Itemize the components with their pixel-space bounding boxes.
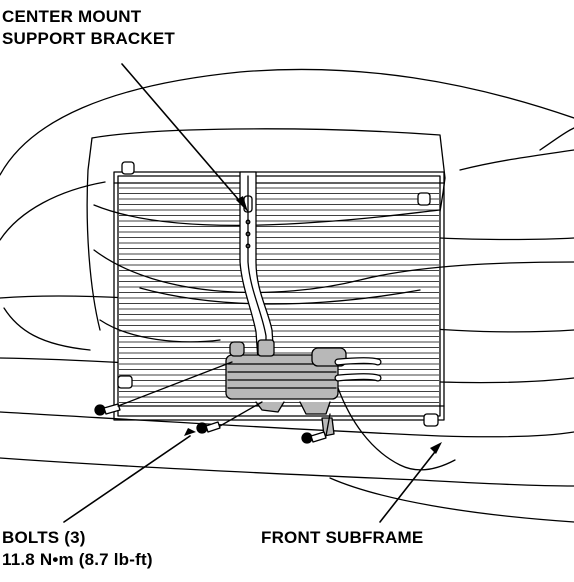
hose-middle-2 xyxy=(139,287,421,305)
arrowhead-bolts xyxy=(184,428,196,436)
radiator-post-top-right xyxy=(417,192,431,206)
fender-right-lower xyxy=(459,149,574,171)
cooler-pipe-lower-outline xyxy=(335,374,381,381)
bracket-hole-1 xyxy=(245,219,251,225)
radiator-post-bottom-left xyxy=(117,375,133,389)
hood-outline-inner xyxy=(0,181,106,241)
bracket-hole-2 xyxy=(245,231,251,237)
bracket-hole-3 xyxy=(245,243,251,249)
label-bracket-line2: SUPPORT BRACKET xyxy=(2,29,176,48)
leader-bolts xyxy=(63,435,191,523)
arrowhead-subframe xyxy=(430,442,442,454)
label-bolts: BOLTS (3) 11.8 N•m (8.7 lb-ft) xyxy=(2,527,153,571)
bolt-center xyxy=(196,421,221,434)
label-bolts-torque: 11.8 N•m (8.7 lb-ft) xyxy=(2,550,153,569)
label-bracket-line1: CENTER MOUNT xyxy=(2,7,142,26)
label-subframe-text: FRONT SUBFRAME xyxy=(261,528,424,547)
bracket-rib xyxy=(247,175,267,359)
hood-outline xyxy=(0,68,574,176)
label-front-subframe: FRONT SUBFRAME xyxy=(261,527,423,549)
hose-upper xyxy=(93,204,441,226)
bumper-line-3 xyxy=(0,411,574,438)
bolt-path-left xyxy=(117,361,233,407)
leader-front-subframe xyxy=(379,447,439,523)
label-bolts-line1: BOLTS (3) xyxy=(2,528,86,547)
cooler-bracket-lower-left xyxy=(255,401,285,413)
radiator-frame xyxy=(113,171,445,421)
arrowhead-bracket xyxy=(236,196,248,212)
leader-center-mount-bracket xyxy=(121,63,245,207)
hose-middle xyxy=(93,249,574,294)
radiator-fins xyxy=(119,187,439,403)
cooler-hose-down xyxy=(337,387,456,471)
cooler-mount-left xyxy=(229,341,245,357)
fender-right xyxy=(539,127,574,151)
radiator-post-top-left xyxy=(121,161,135,175)
bolt-right xyxy=(301,431,327,444)
bumper-lower-edge xyxy=(329,477,574,523)
bolt-path-center xyxy=(219,401,263,427)
radiator-post-bottom-right xyxy=(423,413,439,427)
bumper-line-4 xyxy=(0,457,574,487)
cooler-pipe-upper-outline xyxy=(335,358,381,365)
hose-loop-left xyxy=(99,319,221,343)
bolt-left xyxy=(94,403,121,416)
bolt-path-right xyxy=(325,413,331,437)
bumper-corner-left xyxy=(3,307,91,351)
hose-upper-2 xyxy=(439,237,574,241)
cooler-bracket-lower xyxy=(299,401,331,415)
bumper-beam-left xyxy=(86,137,101,331)
label-center-mount-support-bracket: CENTER MOUNT SUPPORT BRACKET xyxy=(2,6,175,50)
cooler-mount-center xyxy=(257,339,275,357)
